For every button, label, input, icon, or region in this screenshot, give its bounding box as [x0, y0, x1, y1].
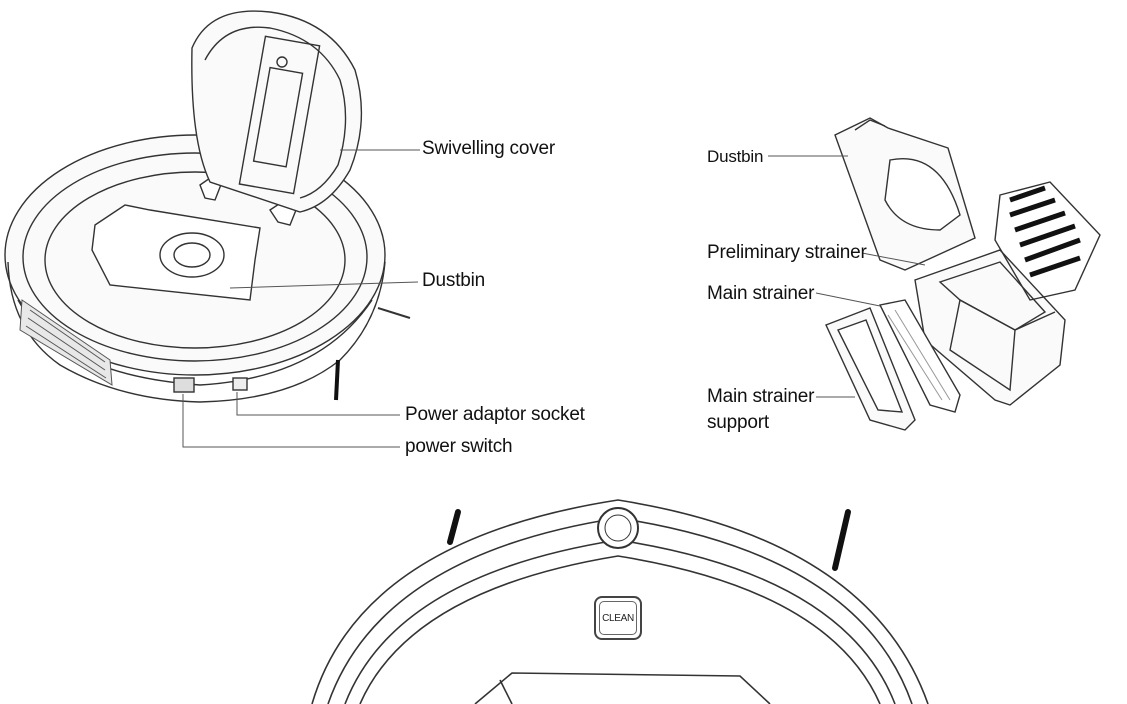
main-strainer-label: Main strainer: [707, 283, 815, 304]
clean-button[interactable]: CLEAN: [594, 596, 642, 640]
dustbin-body: [914, 249, 1066, 406]
dustbin-label-right: Dustbin: [707, 147, 764, 166]
swivelling-cover: [191, 10, 363, 213]
power-adaptor-socket-label: Power adaptor socket: [405, 404, 585, 425]
power-adaptor-socket-part: [232, 377, 248, 391]
power-switch-part: [173, 377, 195, 393]
dustbin-inside: [91, 204, 261, 301]
main-strainer-support-label-line1: Main strainer: [707, 386, 815, 407]
dustbin-label-left: Dustbin: [422, 270, 486, 291]
power-switch-label: power switch: [405, 436, 513, 457]
main-strainer-support-label-line2: support: [707, 412, 769, 433]
preliminary-strainer-label: Preliminary strainer: [707, 242, 867, 263]
clean-button-label: CLEAN: [602, 612, 634, 624]
filter-grille: [1009, 185, 1081, 278]
side-vent: [19, 299, 113, 386]
bump-sensor: [597, 507, 639, 549]
swivelling-cover-label: Swivelling cover: [422, 138, 556, 159]
